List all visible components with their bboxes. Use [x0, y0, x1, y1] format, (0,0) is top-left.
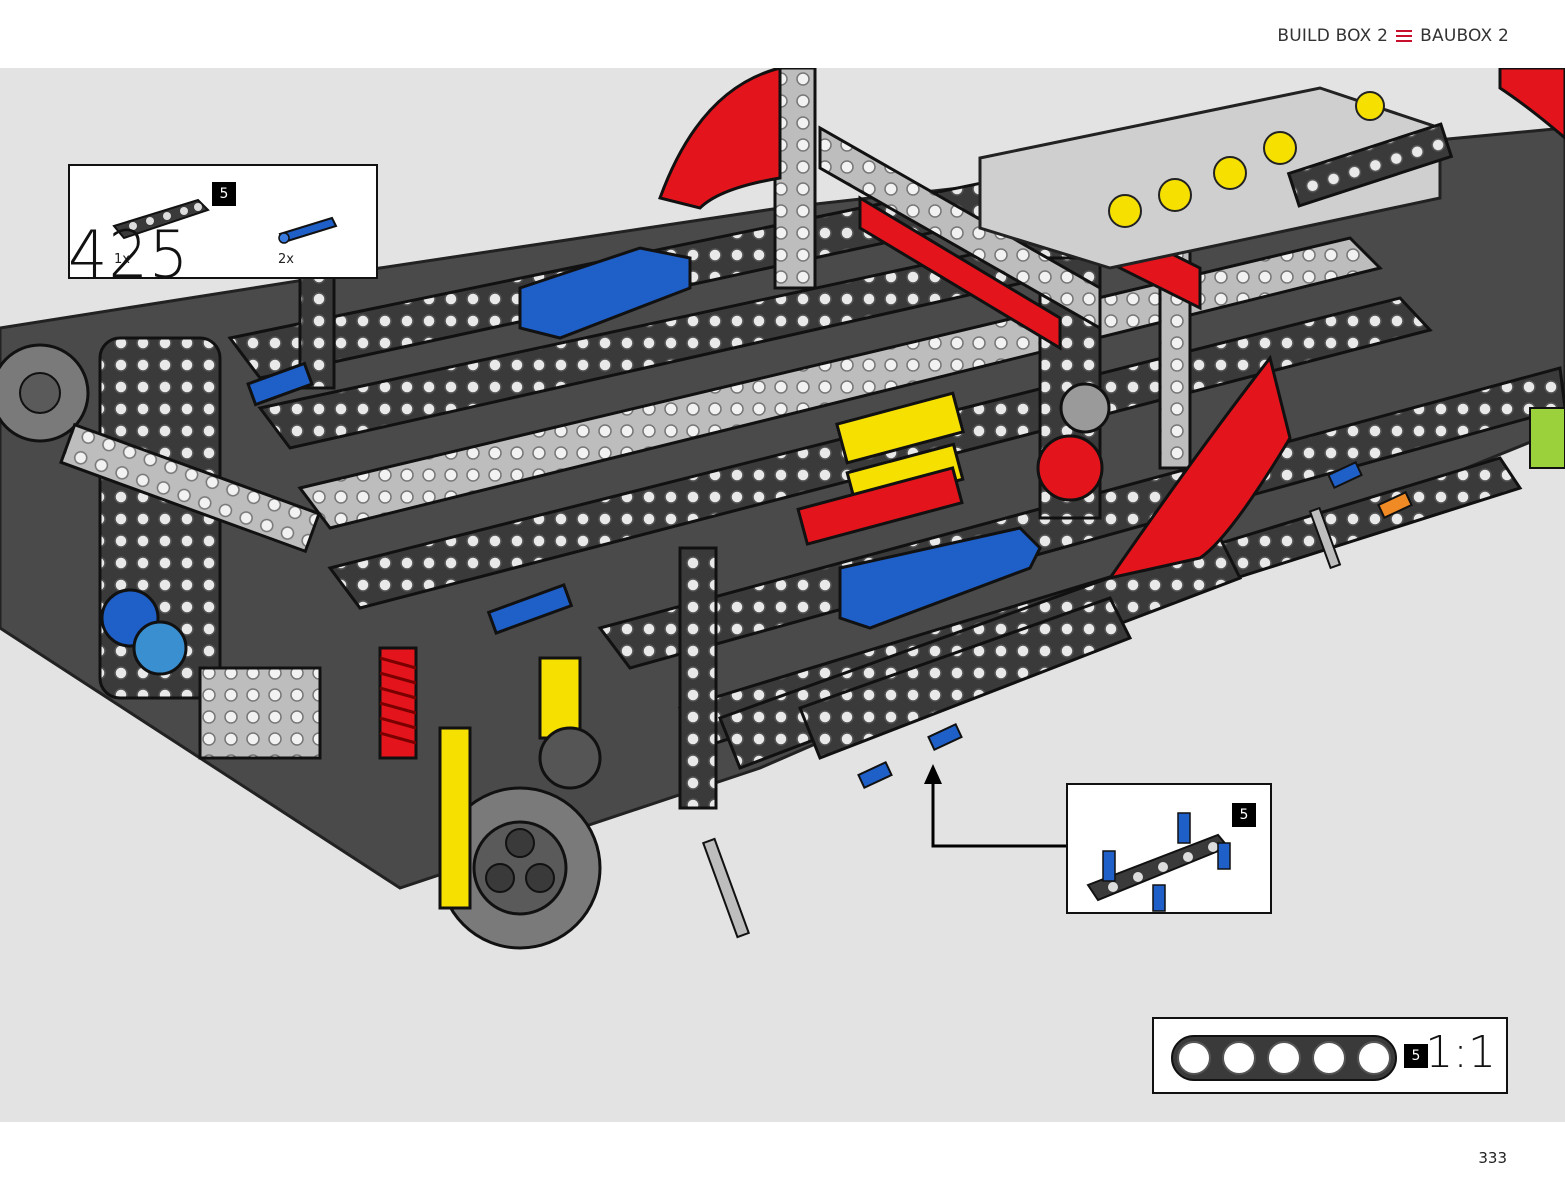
scale-reference-box: 5 1:1: [1152, 1017, 1508, 1094]
scale-ratio: 1:1: [1425, 1027, 1496, 1078]
scale-length-badge: 5: [1404, 1044, 1428, 1068]
beam-quantity: 1x: [114, 252, 130, 267]
step-number: 425: [68, 216, 190, 293]
beam-5-with-4-blue-pins-icon: [1086, 812, 1231, 912]
build-box-de: BAUBOX 2: [1420, 26, 1509, 46]
build-box-label: BUILD BOX 2 BAUBOX 2: [1277, 26, 1509, 46]
front-suspension: [0, 336, 602, 950]
model-illustration: [0, 68, 1565, 950]
engine-block: [978, 86, 1454, 270]
callout-length-badge: 5: [1232, 803, 1256, 827]
parts-list-box: 5 1x 2x: [68, 164, 378, 279]
page-header: BUILD BOX 2 BAUBOX 2: [0, 0, 1565, 68]
red-fenders: [658, 68, 1565, 581]
beam-length-badge: 5: [212, 182, 236, 206]
connector-pins: [701, 407, 1565, 939]
blue-components: [246, 246, 1042, 635]
pin-quantity: 2x: [278, 252, 294, 267]
instruction-stage: 5 1x 2x 425 5 5 1:1: [0, 68, 1565, 1122]
gearbox: [538, 382, 1111, 790]
page-number: 333: [1478, 1149, 1507, 1167]
parts-list-art: [112, 198, 338, 244]
beam-5-scale-icon: [1171, 1035, 1397, 1081]
beam-5-black-icon: [112, 198, 210, 240]
separator-lines-icon: [1396, 30, 1413, 42]
blue-axle-pin-icon: [278, 216, 338, 244]
build-box-en: BUILD BOX 2: [1277, 26, 1389, 46]
subassembly-callout: 5: [1066, 783, 1272, 914]
placement-arrow: [924, 764, 1066, 848]
